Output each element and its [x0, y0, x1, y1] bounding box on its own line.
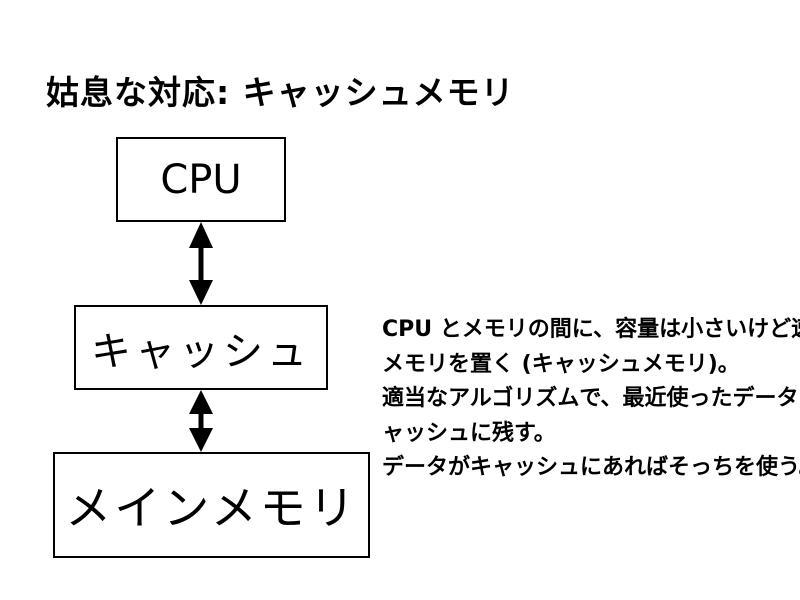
slide-title: 姑息な対応: キャッシュメモリ [46, 73, 515, 112]
description-text: CPU とメモリの間に、容量は小さいけど速いメモリを置く (キャッシュメモリ)。… [382, 313, 800, 486]
cpu-label: CPU [160, 156, 242, 203]
cpu-box: CPU [116, 137, 286, 222]
cache-label: キャッシュ [91, 328, 311, 375]
description-paragraph: データがキャッシュにあればそっちを使う。 [382, 455, 800, 481]
description-paragraph: 適当なアルゴリズムで、最近使ったデータをキャッシュに残す。 [382, 386, 800, 446]
main-memory-label: メインメモリ [65, 481, 358, 535]
cache-box: キャッシュ [74, 305, 328, 390]
main-memory-box: メインメモリ [53, 452, 370, 558]
description-paragraph: CPU とメモリの間に、容量は小さいけど速いメモリを置く (キャッシュメモリ)。 [382, 317, 800, 377]
